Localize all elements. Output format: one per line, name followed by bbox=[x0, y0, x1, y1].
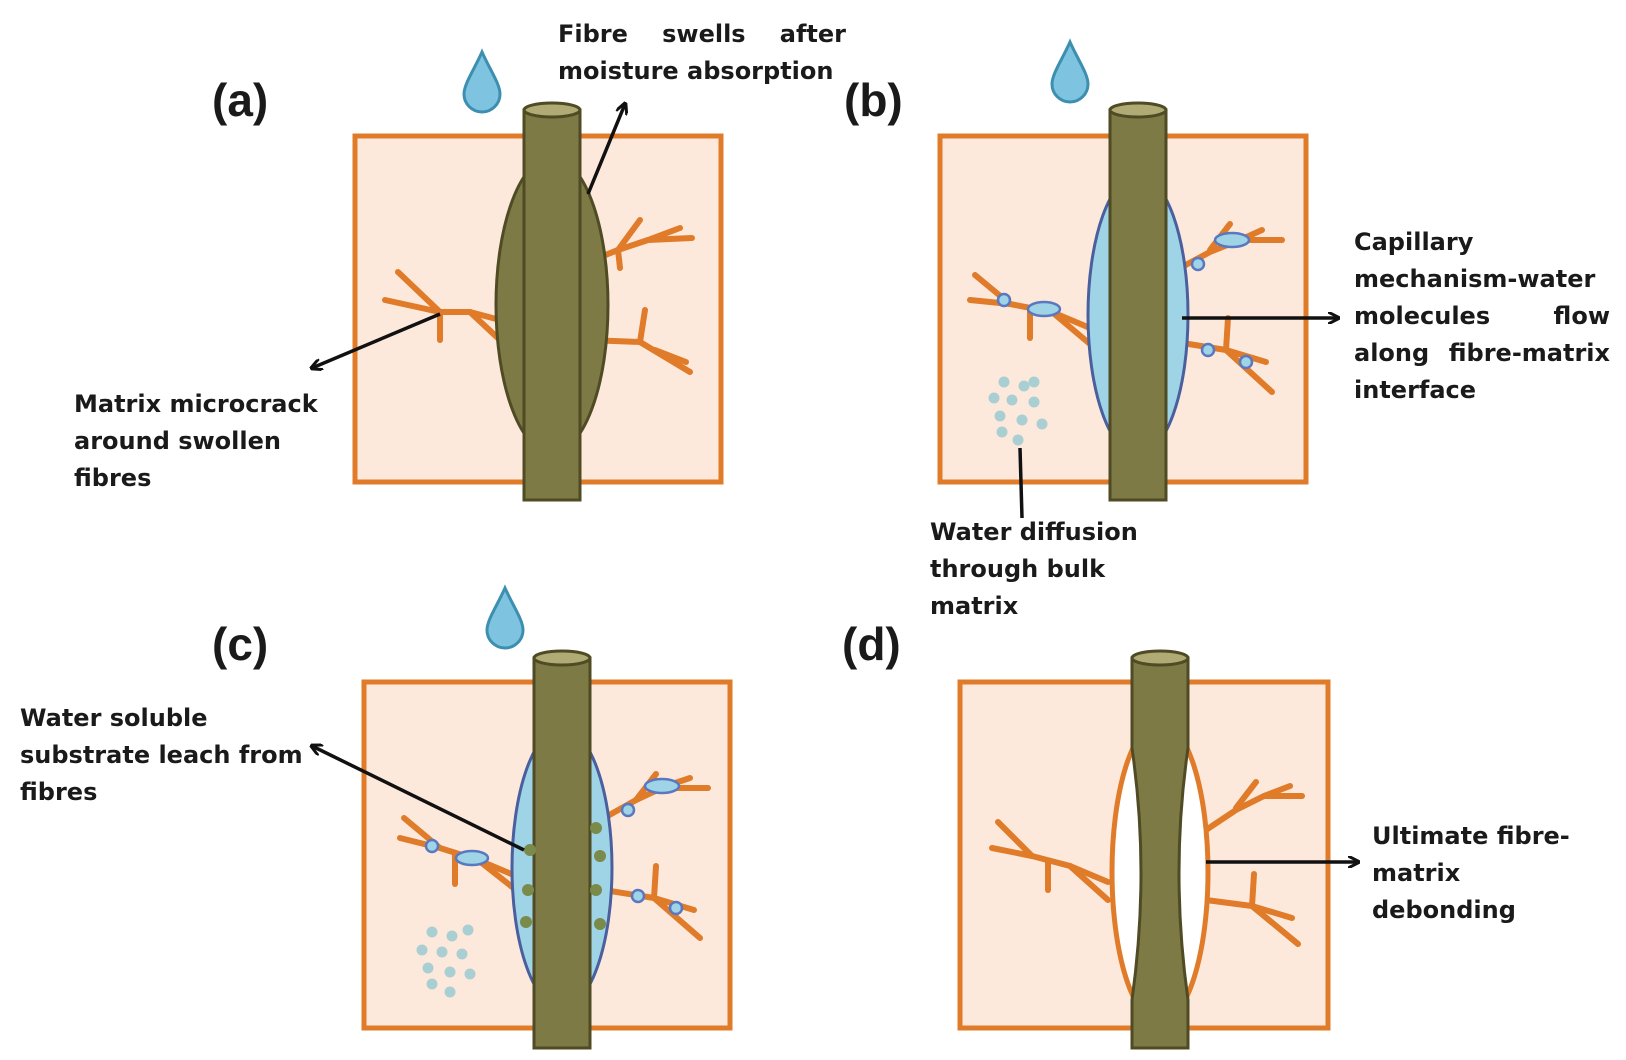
annotation-water-diffusion: Water diffusion through bulk matrix bbox=[930, 514, 1138, 625]
fibre-b bbox=[1108, 108, 1168, 502]
water-drop-icon bbox=[1050, 38, 1090, 104]
arrow-a-swell bbox=[586, 104, 625, 195]
annotation-line: interface bbox=[1354, 376, 1477, 404]
water-drop-icon bbox=[462, 48, 502, 114]
annotation-line: matrix bbox=[930, 592, 1019, 620]
annotation-line: Capillary bbox=[1354, 228, 1474, 256]
annotation-ultimate-debonding: Ultimate fibre- matrix debonding bbox=[1372, 818, 1570, 929]
annotation-line: mechanism-water bbox=[1354, 265, 1596, 293]
diffusion-particles-b bbox=[988, 376, 1048, 446]
water-drop-icon bbox=[485, 584, 525, 650]
matrix-crack-d-left bbox=[989, 819, 1111, 903]
arrow-a-microcrack bbox=[312, 312, 441, 368]
annotation-line: debonding bbox=[1372, 896, 1516, 924]
panel-a: (a) bbox=[212, 48, 724, 502]
annotation-line: through bulk bbox=[930, 555, 1106, 583]
annotation-fibre-swells: Fibre swells after moisture absorption bbox=[558, 16, 846, 90]
annotation-line: Fibre swells after bbox=[558, 20, 846, 48]
annotation-line: along fibre-matrix bbox=[1354, 339, 1610, 367]
fibre-d bbox=[1130, 656, 1190, 1050]
annotation-line: fibres bbox=[74, 464, 152, 492]
panel-d: (d) bbox=[842, 618, 1358, 1050]
annotation-line: matrix bbox=[1372, 859, 1461, 887]
diffusion-particles-c bbox=[416, 924, 476, 998]
annotation-line: Ultimate fibre- bbox=[1372, 822, 1570, 850]
fibre-b-top bbox=[1108, 101, 1168, 119]
annotation-line: moisture absorption bbox=[558, 57, 834, 85]
annotation-line: around swollen bbox=[74, 427, 281, 455]
panel-label-c: (c) bbox=[212, 618, 268, 670]
fibre-c bbox=[532, 656, 592, 1050]
annotation-line: fibres bbox=[20, 778, 98, 806]
fibre-a-top bbox=[522, 101, 582, 119]
arrow-b-diffusion bbox=[1018, 447, 1024, 519]
annotation-capillary-mechanism: Capillary mechanism-water molecules flow… bbox=[1354, 224, 1610, 409]
panel-label-d: (d) bbox=[842, 618, 901, 670]
panel-label-b: (b) bbox=[844, 74, 903, 126]
annotation-matrix-microcrack: Matrix microcrack around swollen fibres bbox=[74, 386, 318, 497]
annotation-line: molecules flow bbox=[1354, 302, 1610, 330]
matrix-crack-d-upper bbox=[1203, 779, 1305, 833]
matrix-crack-d-lower bbox=[1203, 871, 1301, 947]
fibre-d-top bbox=[1130, 649, 1190, 667]
leached-substrate-dots bbox=[520, 822, 606, 930]
fibre-c-top bbox=[532, 649, 592, 667]
annotation-line: Water diffusion bbox=[930, 518, 1138, 546]
annotation-water-soluble: Water soluble substrate leach from fibre… bbox=[20, 700, 303, 811]
fibre-a bbox=[522, 108, 582, 502]
water-in-cracks-b bbox=[996, 231, 1254, 370]
panel-c: (c) bbox=[212, 584, 733, 1050]
water-in-cracks-c bbox=[424, 777, 684, 916]
annotation-line: substrate leach from bbox=[20, 741, 303, 769]
annotation-line: Matrix microcrack bbox=[74, 390, 318, 418]
annotation-line: Water soluble bbox=[20, 704, 208, 732]
panel-label-a: (a) bbox=[212, 74, 268, 126]
panel-b: (b) bbox=[844, 38, 1338, 519]
arrow-c-leach bbox=[312, 746, 525, 852]
